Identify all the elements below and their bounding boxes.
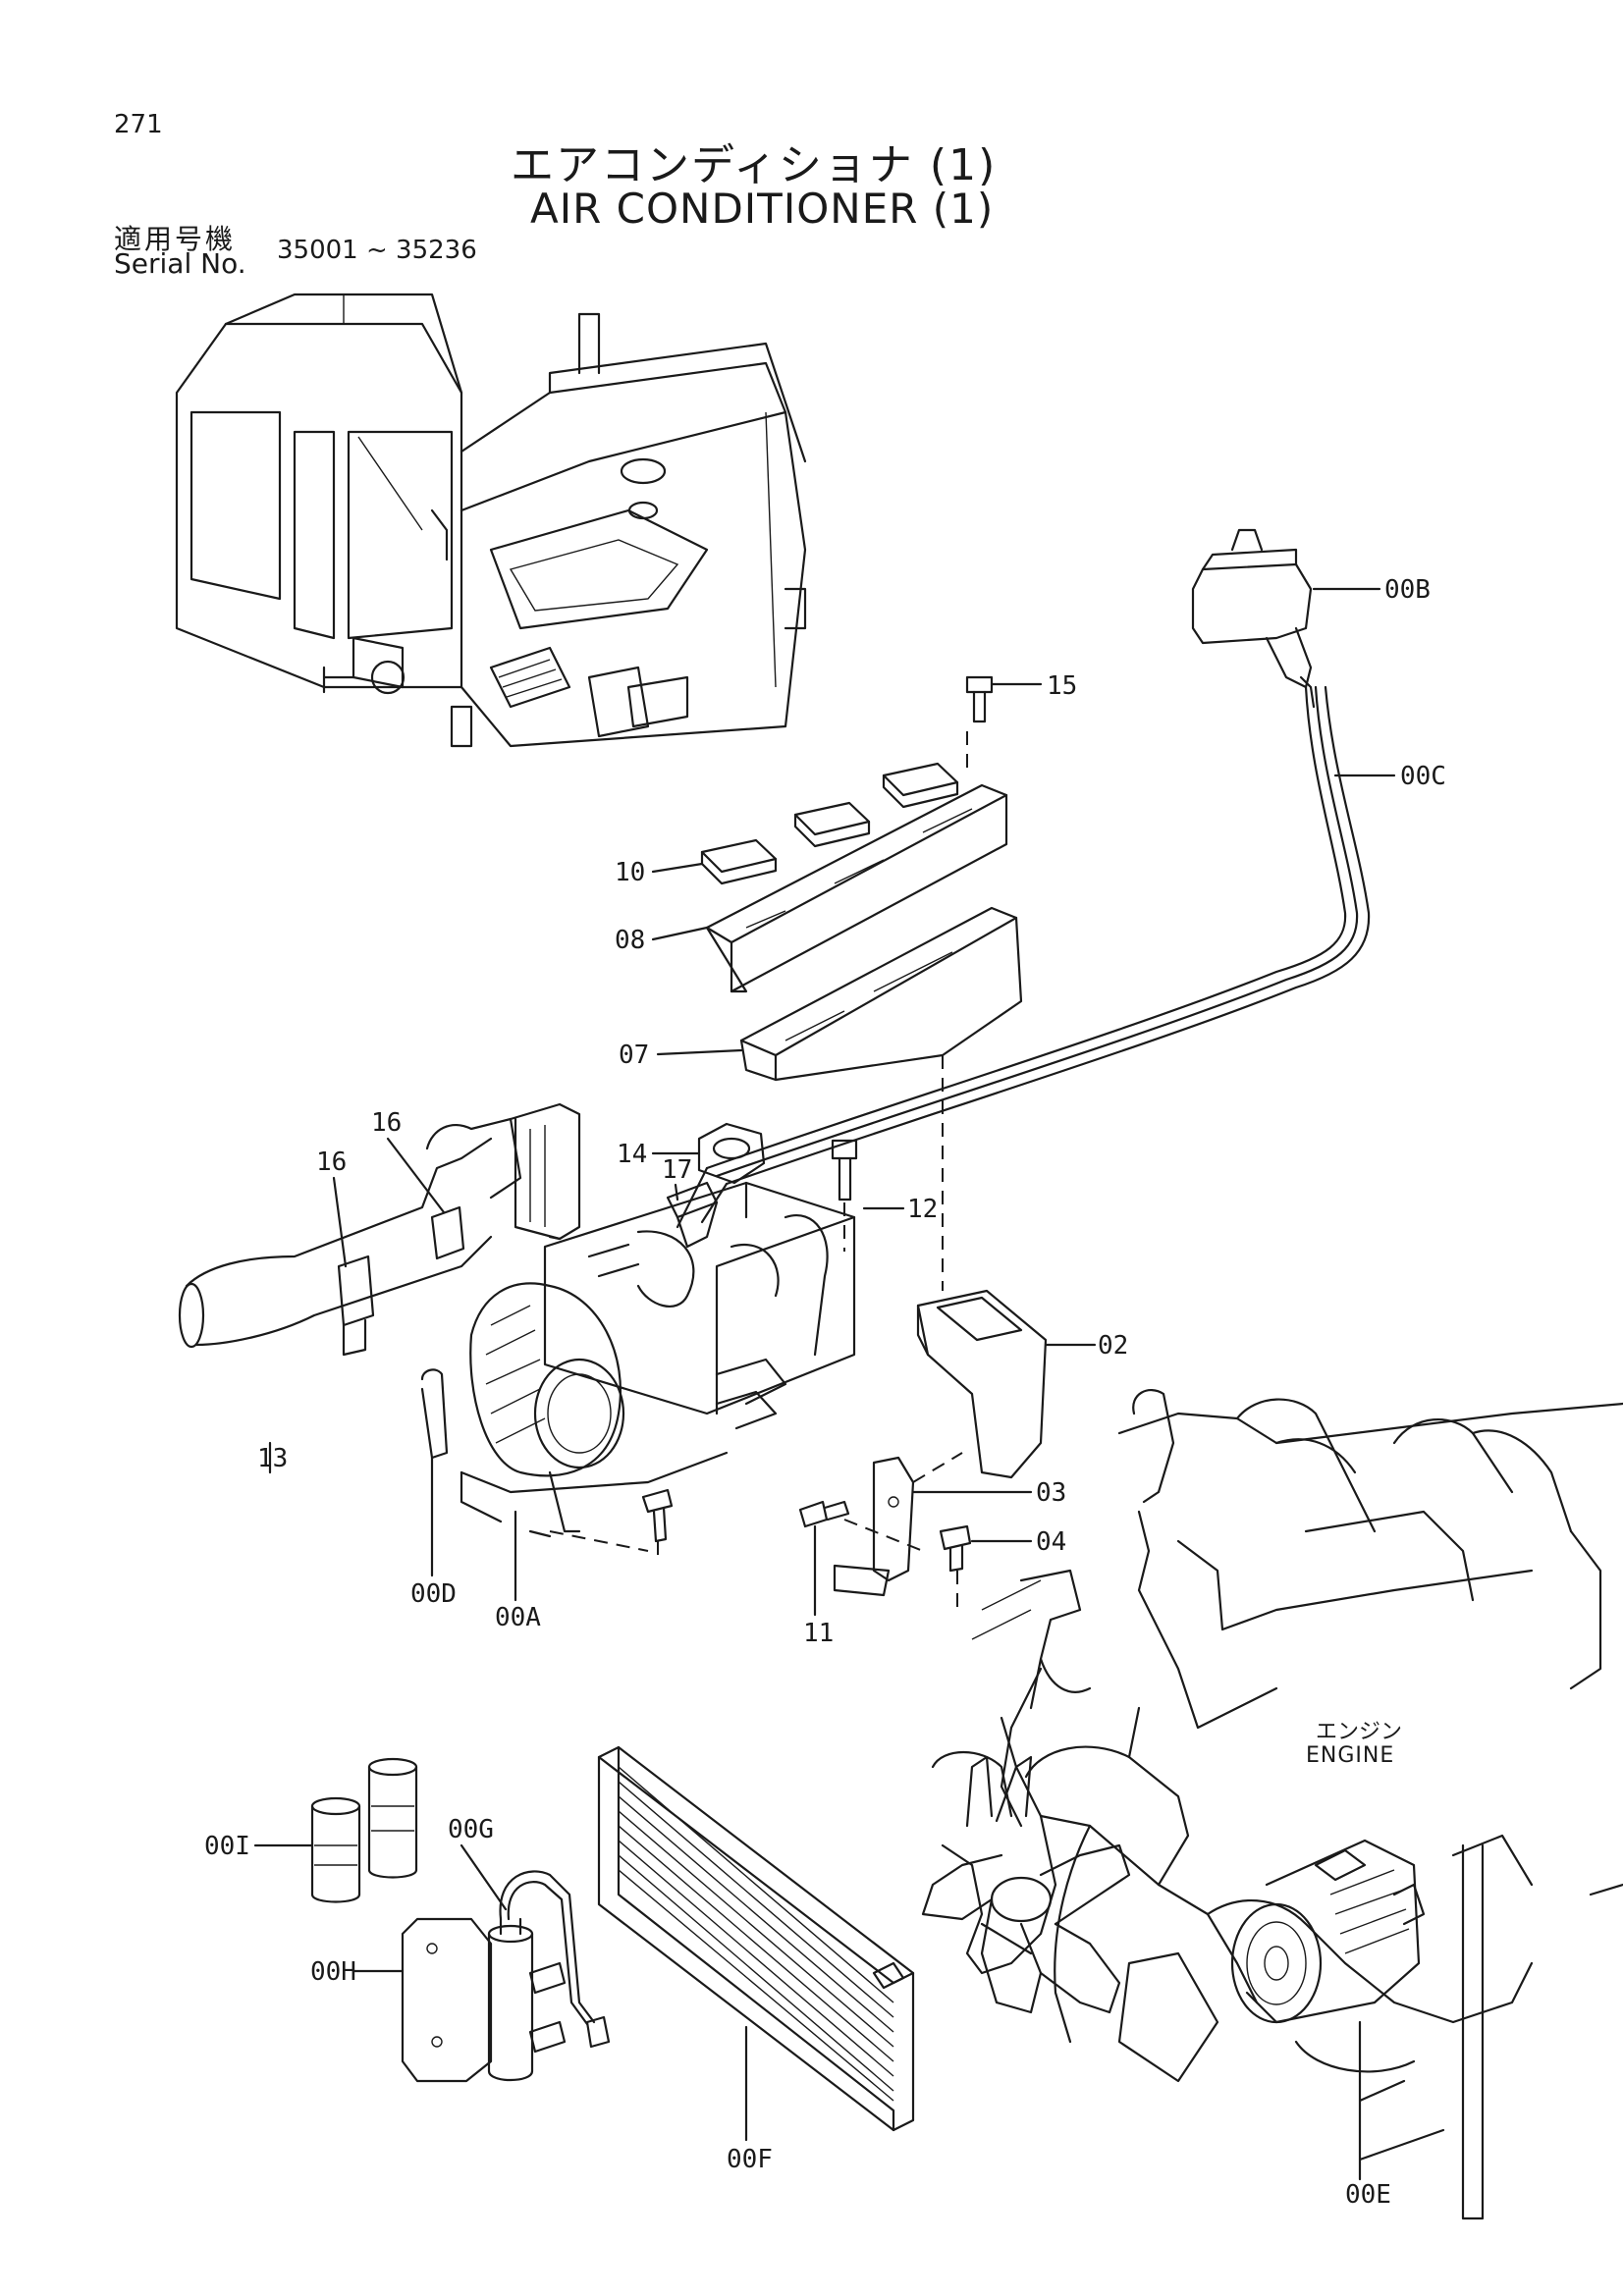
part-00g-receiver-drier <box>487 1870 611 2081</box>
serial-label-japanese: 適用号機 <box>114 223 237 255</box>
serial-label: Serial No. <box>114 247 246 280</box>
part-label-07: 07 <box>619 1041 649 1070</box>
part-label-04: 04 <box>1036 1527 1066 1557</box>
part-11-bolt <box>798 1500 850 1528</box>
part-02-side-duct <box>916 1289 1048 1479</box>
part-label-00e: 00E <box>1345 2180 1391 2210</box>
part-00b-control-switch <box>1191 528 1316 709</box>
part-label-00f: 00F <box>727 2145 773 2174</box>
part-13-duct-hose <box>178 1102 581 1357</box>
part-label-15: 15 <box>1047 671 1077 701</box>
serial-range: 35001 ~ 35236 <box>277 236 477 265</box>
part-14-grommet <box>697 1122 766 1185</box>
engine-label: ENGINE <box>1306 1743 1395 1768</box>
part-label-00h: 00H <box>310 1957 356 1987</box>
part-00f-condenser <box>597 1745 915 2132</box>
part-08-upper-duct <box>705 783 1008 993</box>
part-label-13: 13 <box>257 1444 288 1473</box>
excavator-overview-drawing <box>175 293 807 748</box>
engine-label-japanese: エンジン <box>1316 1720 1403 1744</box>
page-title-japanese: エアコンディショナ (1) <box>511 140 998 190</box>
part-04-bolt <box>939 1524 972 1573</box>
page-number: 271 <box>114 110 163 139</box>
part-00h-bracket <box>401 1917 567 2083</box>
part-label-16-left: 16 <box>316 1148 347 1177</box>
part-00e-compressor <box>1230 1839 1426 2024</box>
part-label-02: 02 <box>1098 1331 1128 1361</box>
part-label-12: 12 <box>907 1195 938 1224</box>
assembly-guide-lines <box>549 731 968 1610</box>
part-label-10: 10 <box>615 858 645 887</box>
part-labels: 00B 15 00C 10 08 07 14 16 16 17 12 13 02… <box>204 575 1446 2210</box>
part-03-bracket <box>833 1456 915 1597</box>
part-label-00i: 00I <box>204 1832 250 1861</box>
part-12-bolt <box>831 1139 858 1201</box>
part-label-03: 03 <box>1036 1478 1066 1508</box>
engine-drawing <box>931 1388 1623 2220</box>
part-10-louvers <box>700 762 959 885</box>
part-17-clamp <box>666 1181 719 1249</box>
part-label-14: 14 <box>617 1140 647 1169</box>
part-label-11: 11 <box>803 1619 834 1648</box>
part-15-screw <box>965 675 994 723</box>
fan-icon <box>921 1755 1131 2014</box>
bolt-icon <box>641 1488 674 1543</box>
part-label-00b: 00B <box>1384 575 1431 605</box>
part-label-08: 08 <box>615 926 645 955</box>
part-00d-drain-hose <box>420 1368 449 1460</box>
part-label-00g: 00G <box>448 1815 494 1844</box>
part-label-17: 17 <box>662 1155 692 1185</box>
part-label-16-right: 16 <box>371 1108 402 1138</box>
part-00a-ac-unit <box>460 1181 856 1538</box>
part-label-00d: 00D <box>410 1579 457 1609</box>
part-label-00c: 00C <box>1400 762 1446 791</box>
page-title: AIR CONDITIONER (1) <box>530 185 995 233</box>
leader-lines <box>253 587 1445 2181</box>
part-label-00a: 00A <box>495 1603 541 1632</box>
part-00i-drier-cartridges <box>310 1757 418 1903</box>
part-07-lower-duct <box>739 906 1023 1082</box>
part-00c-harness <box>676 685 1371 1229</box>
